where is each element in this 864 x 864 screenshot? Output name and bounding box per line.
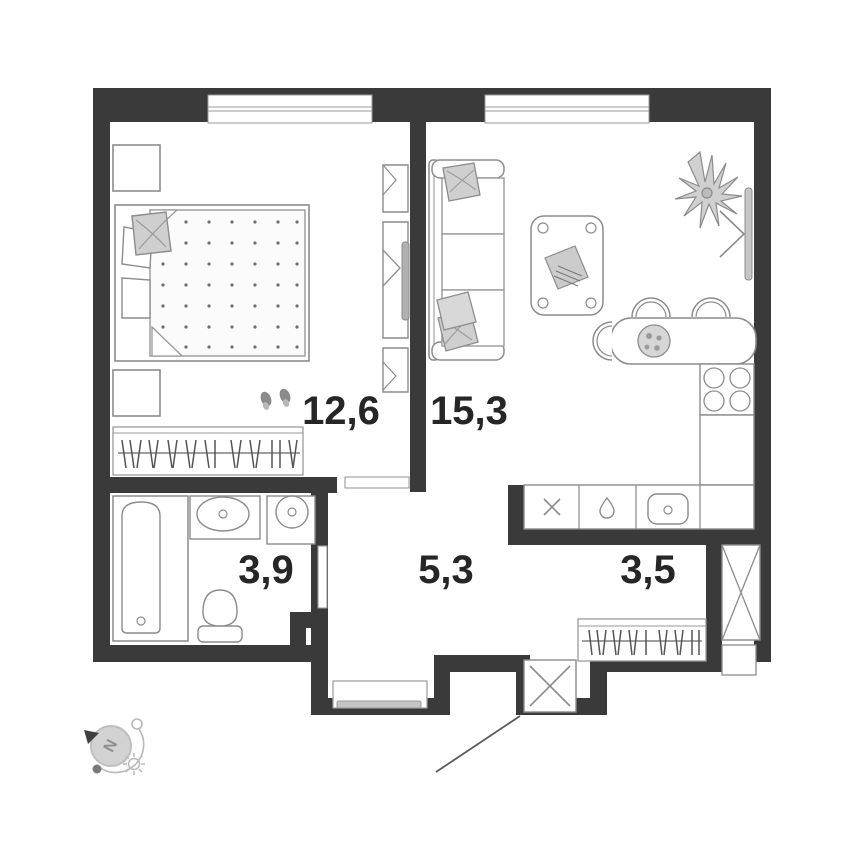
dining-table: [610, 317, 757, 365]
meter-box: [523, 659, 577, 713]
dining-chair: [691, 297, 731, 318]
window-left: [207, 94, 373, 124]
dining-chair: [592, 321, 613, 361]
entrance-door: [332, 680, 428, 709]
hallway-elements: [317, 476, 577, 773]
sunrise-marker: [131, 718, 143, 730]
throw-pillow: [436, 291, 477, 331]
living-room-furniture: [428, 150, 757, 530]
kitchen-counter: [699, 414, 755, 486]
sofa-cushion: [441, 233, 505, 291]
kitchen-counter-bottom: [523, 484, 755, 530]
area-labels: 12,6 15,3 3,9 5,3 3,5: [238, 389, 676, 592]
area-label-hallway: 5,3: [418, 548, 474, 592]
hallway-floor: [328, 477, 524, 700]
radiator-bedroom: [112, 426, 304, 476]
appliance-slot-icon: [543, 498, 561, 516]
utility-shaft: [721, 544, 761, 676]
magazine: [544, 245, 589, 290]
wall-tv: [401, 241, 410, 321]
door-leader-line: [435, 715, 521, 773]
bathroom-furniture: [112, 495, 316, 643]
wall-mass: [93, 88, 771, 715]
mattress: [149, 209, 306, 357]
area-label-bedroom: 12,6: [302, 389, 380, 433]
sunset-marker: [92, 764, 102, 774]
drain-icon: [599, 496, 615, 519]
shaft-base: [721, 644, 757, 676]
sun-path-arc: [98, 728, 145, 774]
compass-disc: [90, 725, 132, 767]
radiator-loggia: [577, 618, 707, 662]
nightstand-upper: [112, 144, 161, 192]
door-bedroom: [344, 476, 410, 489]
wardrobe: [382, 164, 410, 393]
compass-needle: [84, 730, 99, 744]
bed-pillow: [121, 277, 151, 319]
nightstand-lower: [112, 369, 161, 417]
dining-chair: [631, 297, 671, 318]
house-plant-icon: [674, 150, 743, 229]
area-label-living-room: 15,3: [430, 389, 508, 433]
quilt-dots: [161, 220, 299, 349]
door-bathroom: [317, 545, 328, 609]
radiator-fins: [588, 629, 700, 656]
slippers-icon: [260, 388, 291, 410]
compass-rose: N: [84, 718, 145, 775]
wall-tv: [719, 187, 753, 281]
plate: [637, 324, 671, 358]
throw-pillow: [442, 162, 481, 202]
stove-cooktop: [699, 363, 755, 416]
area-label-bathroom: 3,9: [238, 548, 294, 592]
sun-icon: [123, 753, 145, 775]
toilet: [197, 589, 243, 643]
window-right: [484, 94, 650, 124]
area-label-loggia: 3,5: [620, 548, 676, 592]
bedroom-furniture: [112, 144, 410, 476]
loggia-furniture: [577, 544, 761, 676]
bathtub-drain: [136, 616, 146, 626]
